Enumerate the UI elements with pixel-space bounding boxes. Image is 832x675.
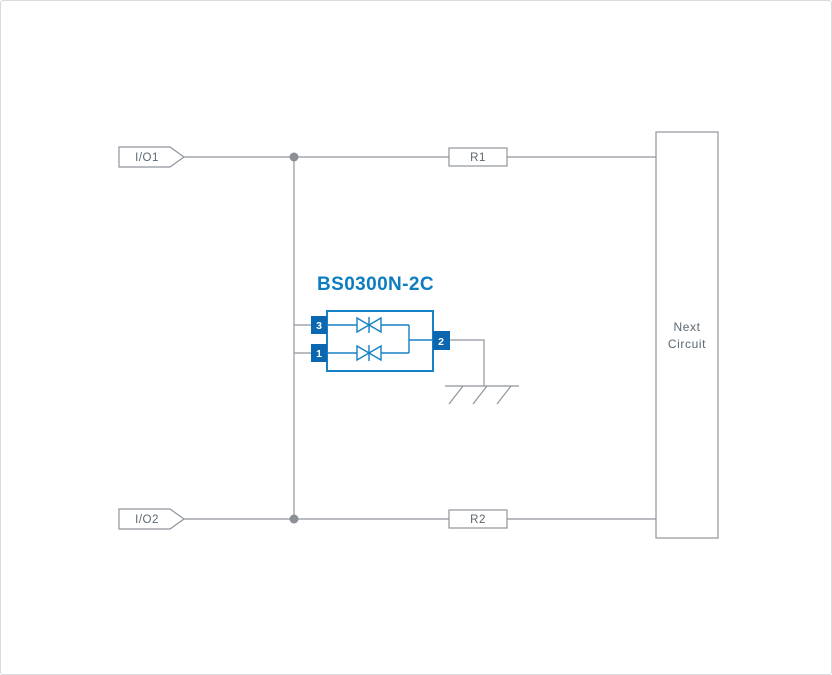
next-circuit-label-line1: Next <box>673 320 700 334</box>
io2-label: I/O2 <box>135 514 159 526</box>
component-body <box>326 310 434 372</box>
resistor-r2-label: R2 <box>470 514 486 526</box>
pin-2-label: 2 <box>438 336 444 348</box>
ground-symbol <box>445 385 519 405</box>
io2-flag <box>118 508 186 530</box>
diode-channel-bottom <box>327 344 409 362</box>
pin-3-label: 3 <box>316 320 322 332</box>
resistor-r2-box <box>448 509 508 529</box>
pin-2: 2 <box>433 331 450 350</box>
diode-channel-top <box>327 316 409 334</box>
component-title: BS0300N-2C <box>317 274 434 295</box>
next-circuit-label-line2: Circuit <box>668 337 706 351</box>
resistor-r1-box <box>448 147 508 167</box>
next-circuit-box <box>655 131 719 539</box>
pin-1-label: 1 <box>316 348 322 360</box>
junction-dot-bottom <box>289 514 299 524</box>
pin-3: 3 <box>311 316 327 334</box>
pin-1: 1 <box>311 344 327 362</box>
io1-label: I/O1 <box>135 152 159 164</box>
resistor-r1-label: R1 <box>470 152 486 164</box>
wire-pin2-to-ground <box>450 339 485 386</box>
junction-dot-top <box>289 152 299 162</box>
io1-flag <box>118 146 186 168</box>
